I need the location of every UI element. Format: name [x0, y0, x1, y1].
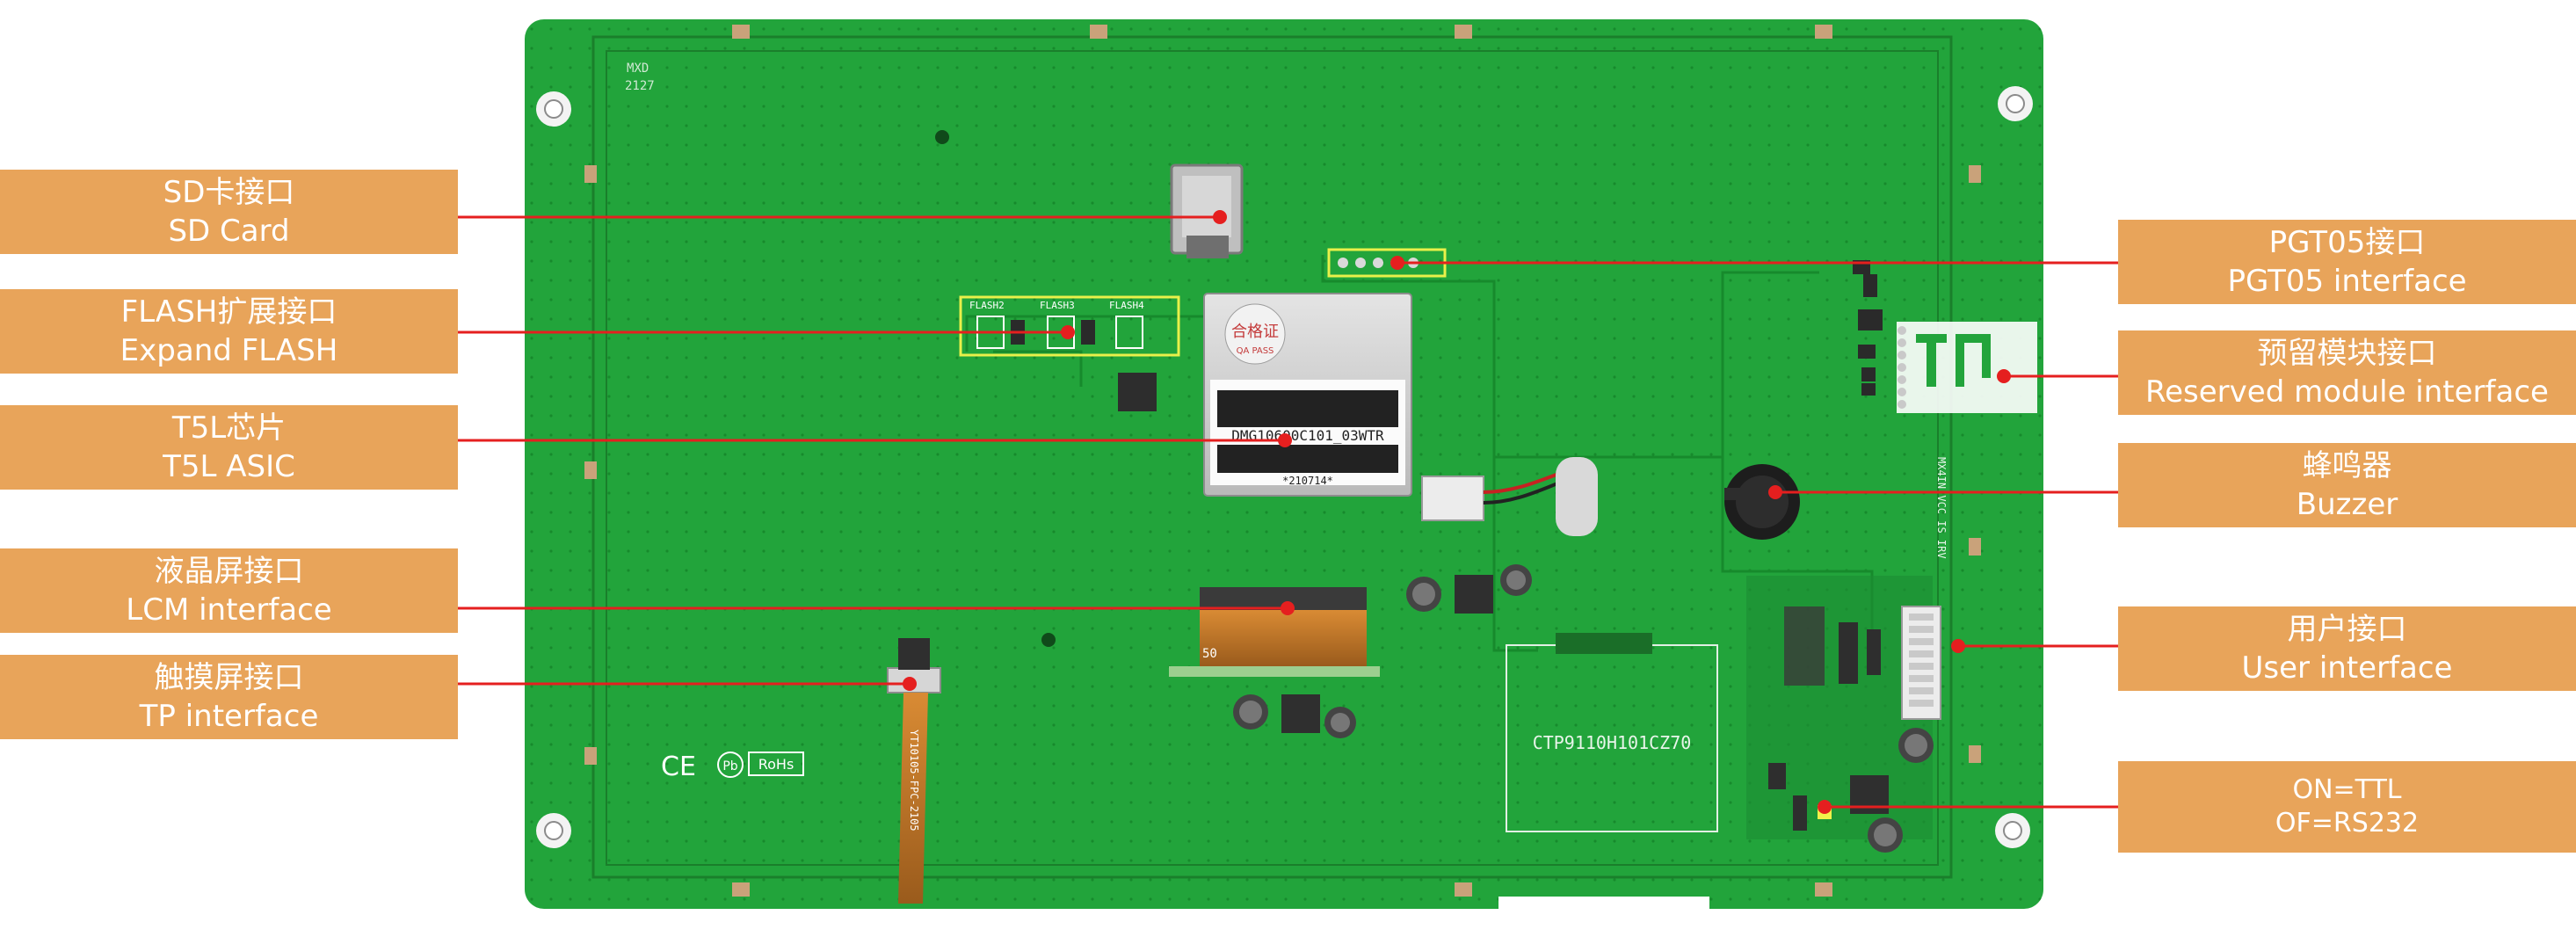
center-components: [1233, 564, 1532, 738]
callout-ttl-line1: ON=TTL: [2292, 774, 2402, 805]
pcb-inner-outline-2: [606, 50, 1939, 866]
callout-lcm-interface: 液晶屏接口 LCM interface: [0, 548, 458, 633]
lcm-connector: 50: [1169, 587, 1380, 677]
white-connector: [1421, 457, 1598, 536]
callout-buzzer-zh: 蜂鸣器: [2302, 448, 2392, 483]
callout-buzzer-en: Buzzer: [2296, 487, 2398, 522]
callout-ttl-rs232: ON=TTL OF=RS232: [2118, 761, 2576, 853]
callout-tp-interface: 触摸屏接口 TP interface: [0, 655, 458, 739]
small-ic: [1118, 373, 1157, 411]
ctp-region: CTP9110H101CZ70: [1506, 633, 1718, 832]
callout-sd-card: SD卡接口 SD Card: [0, 170, 458, 254]
cert-ce: CE: [661, 752, 696, 782]
callout-t5l-zh: T5L芯片: [171, 410, 287, 446]
pcb-inner-outline: [591, 35, 1953, 879]
callout-user-zh: 用户接口: [2287, 612, 2407, 647]
board-mark-date: 2127: [625, 79, 655, 93]
callout-lcm-en: LCM interface: [126, 592, 332, 628]
board-mark-top: MXD: [627, 62, 649, 76]
sd-card-slot: [1170, 163, 1244, 258]
callout-sd-en: SD Card: [168, 214, 290, 249]
callout-buzzer: 蜂鸣器 Buzzer: [2118, 443, 2576, 527]
chip-date-label: *210714*: [1282, 475, 1333, 487]
callout-pgt05-interface: PGT05接口 PGT05 interface: [2118, 220, 2576, 304]
qa-sticker-text: 合格证: [1231, 323, 1279, 341]
ctp-label: CTP9110H101CZ70: [1533, 732, 1692, 753]
callout-expand-flash: FLASH扩展接口 Expand FLASH: [0, 289, 458, 374]
callout-reserved-en: Reserved module interface: [2145, 374, 2549, 410]
qa-sticker-sub: QA PASS: [1237, 346, 1274, 356]
callout-t5l-en: T5L ASIC: [163, 449, 295, 484]
flash-label-2: FLASH3: [1040, 300, 1075, 311]
callout-pgt-en: PGT05 interface: [2227, 264, 2467, 299]
cert-rohs: RoHs: [758, 756, 795, 773]
cert-pb: Pb: [722, 759, 737, 773]
lcm-pin-label: 50: [1202, 647, 1217, 661]
cert-marks: CE Pb RoHs: [661, 752, 804, 782]
leader-lines: [458, 215, 2118, 809]
callout-lcm-zh: 液晶屏接口: [154, 554, 304, 589]
vertical-silk-label: MX4IN VCC IS IRV: [1935, 457, 1948, 559]
callout-flash-en: Expand FLASH: [120, 333, 338, 368]
callout-reserved-module: 预留模块接口 Reserved module interface: [2118, 330, 2576, 415]
edge-clips: [584, 25, 1981, 897]
fpc-label: YT10105-FPC-2105: [908, 730, 920, 831]
callout-user-en: User interface: [2241, 650, 2453, 686]
callout-reserved-zh: 预留模块接口: [2257, 336, 2437, 371]
t5l-shield: 合格证 QA PASS DMG10600C101_03WTR *210714*: [1203, 293, 1412, 497]
mounting-holes: [536, 86, 2033, 848]
callout-pgt-zh: PGT05接口: [2268, 225, 2426, 260]
bottom-slot: [1498, 897, 1709, 909]
leader-dots: [903, 210, 2011, 814]
callout-tp-zh: 触摸屏接口: [154, 660, 304, 695]
callout-tp-en: TP interface: [139, 699, 319, 734]
tp-connector: YT10105-FPC-2105: [887, 638, 941, 904]
buzzer: [1724, 464, 1800, 540]
callout-flash-zh: FLASH扩展接口: [120, 294, 337, 330]
flash-label-3: FLASH4: [1109, 300, 1144, 311]
callout-user-interface: 用户接口 User interface: [2118, 606, 2576, 691]
flash-label-1: FLASH2: [969, 300, 1005, 311]
callout-ttl-line2: OF=RS232: [2275, 808, 2420, 839]
callout-sd-zh: SD卡接口: [163, 175, 295, 210]
user-interface-region: [1746, 576, 1941, 853]
reserved-module-header: [1853, 260, 2037, 413]
callout-t5l-asic: T5L芯片 T5L ASIC: [0, 405, 458, 490]
